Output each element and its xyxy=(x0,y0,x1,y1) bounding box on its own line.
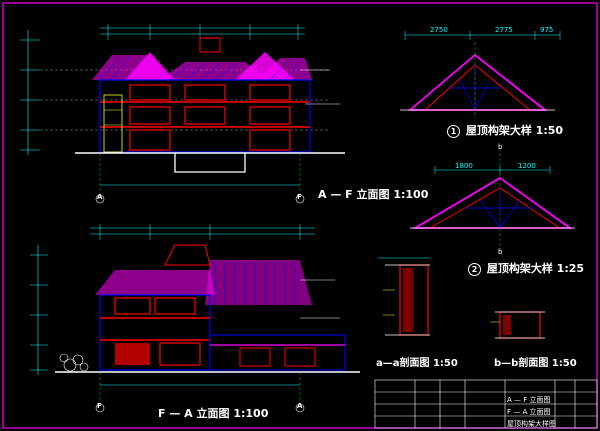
title-block-row2: F — A 立面图 xyxy=(507,408,551,416)
detail1-dim-2: 2775 xyxy=(495,26,513,34)
axis-label-f-bottom: F xyxy=(97,402,102,410)
detail2-number: 2 xyxy=(468,263,481,276)
detail1-title: 1 屋顶构架大样 1:50 xyxy=(447,122,563,138)
section-aa-drawing xyxy=(378,257,430,336)
title-block-frame xyxy=(374,379,598,429)
elev-af-title: A — F 立面图 1:100 xyxy=(318,188,429,201)
detail2-drawing xyxy=(410,148,575,250)
title-block-row1: A — F 立面图 xyxy=(507,396,551,404)
section-bb-title: b—b剖面图 1:50 xyxy=(494,358,577,369)
axis-label-a-bottom: A xyxy=(297,402,303,410)
section-aa-title: a—a剖面图 1:50 xyxy=(376,358,458,369)
detail2-dim-1: 1800 xyxy=(455,162,473,170)
axis-label-a-top: A xyxy=(97,193,103,201)
elevation-af-drawing xyxy=(20,24,345,204)
detail2-dim-2: 1200 xyxy=(518,162,536,170)
detail1-dim-3: 975 xyxy=(540,26,554,34)
detail2-title-text: 屋顶构架大样 1:25 xyxy=(486,262,585,275)
detail1-number: 1 xyxy=(447,125,460,138)
detail1-dim-1: 2750 xyxy=(430,26,448,34)
section-bb-drawing xyxy=(490,311,545,339)
elevation-fa-drawing xyxy=(30,224,360,413)
elev-fa-title: F — A 立面图 1:100 xyxy=(158,407,269,420)
detail1-title-text: 屋顶构架大样 1:50 xyxy=(465,124,564,137)
detail1-drawing xyxy=(400,31,561,118)
detail2-cut-mark-top: b xyxy=(498,143,503,151)
detail2-cut-mark-bottom: b xyxy=(498,248,503,256)
title-block-row3: 屋顶构架大样图 xyxy=(507,420,556,428)
detail2-title: 2 屋顶构架大样 1:25 xyxy=(468,260,584,276)
axis-label-f-top: F xyxy=(297,193,302,201)
